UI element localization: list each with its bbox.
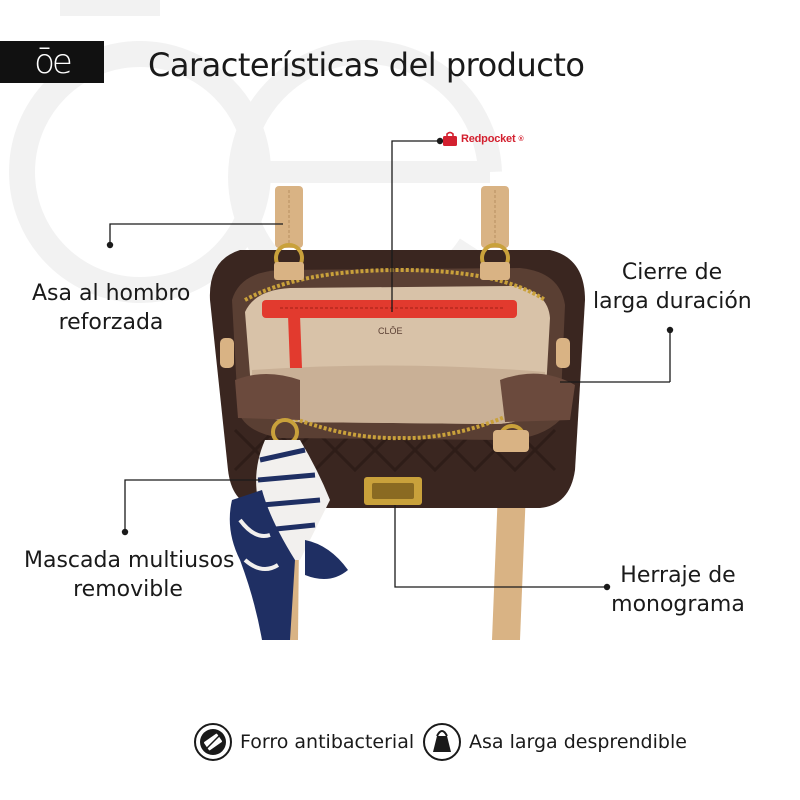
antibacterial-lining-icon [194,723,232,761]
brand-logo: ōe [0,41,104,83]
callout-hardware: Herraje de monograma [610,561,746,619]
shopping-bag-icon [443,131,457,146]
feature-antibacterial-label: Forro antibacterial [240,731,415,753]
callout-zipper-line2: larga duración [593,289,752,314]
red-pocket [262,300,517,318]
scarf [229,440,348,640]
brand-tag-trademark: ® [518,135,524,143]
callout-hardware-line2: monograma [611,592,745,617]
callout-zipper: Cierre de larga duración [593,258,752,316]
callout-shoulder-strap: Asa al hombro reforzada [32,279,190,337]
callout-scarf-line2: removible [73,577,183,602]
top-handles [274,186,510,280]
callout-shoulder-strap-line1: Asa al hombro [32,281,191,306]
callout-scarf: Mascada multiusos removible [24,546,235,604]
callout-hardware-line1: Herraje de [620,563,736,588]
callout-scarf-line1: Mascada multiusos [24,548,235,573]
feature-detachable-strap: Asa larga desprendible [422,722,687,762]
feature-list: Forro antibacterial Asa larga desprendib… [0,720,800,764]
feature-detachable-strap-label: Asa larga desprendible [469,731,687,753]
page-title: Características del producto [148,46,585,84]
detachable-strap-icon [423,723,461,761]
redpocket-brand-tag: Redpocket ® [442,131,524,147]
brand-tag-text: Redpocket [461,133,516,145]
brand-logo-text: ōe [34,42,73,82]
interior-logo: CLŌE [378,326,403,336]
callout-shoulder-strap-line2: reforzada [58,310,164,335]
callout-zipper-line1: Cierre de [621,260,723,285]
feature-antibacterial: Forro antibacterial [193,722,414,762]
